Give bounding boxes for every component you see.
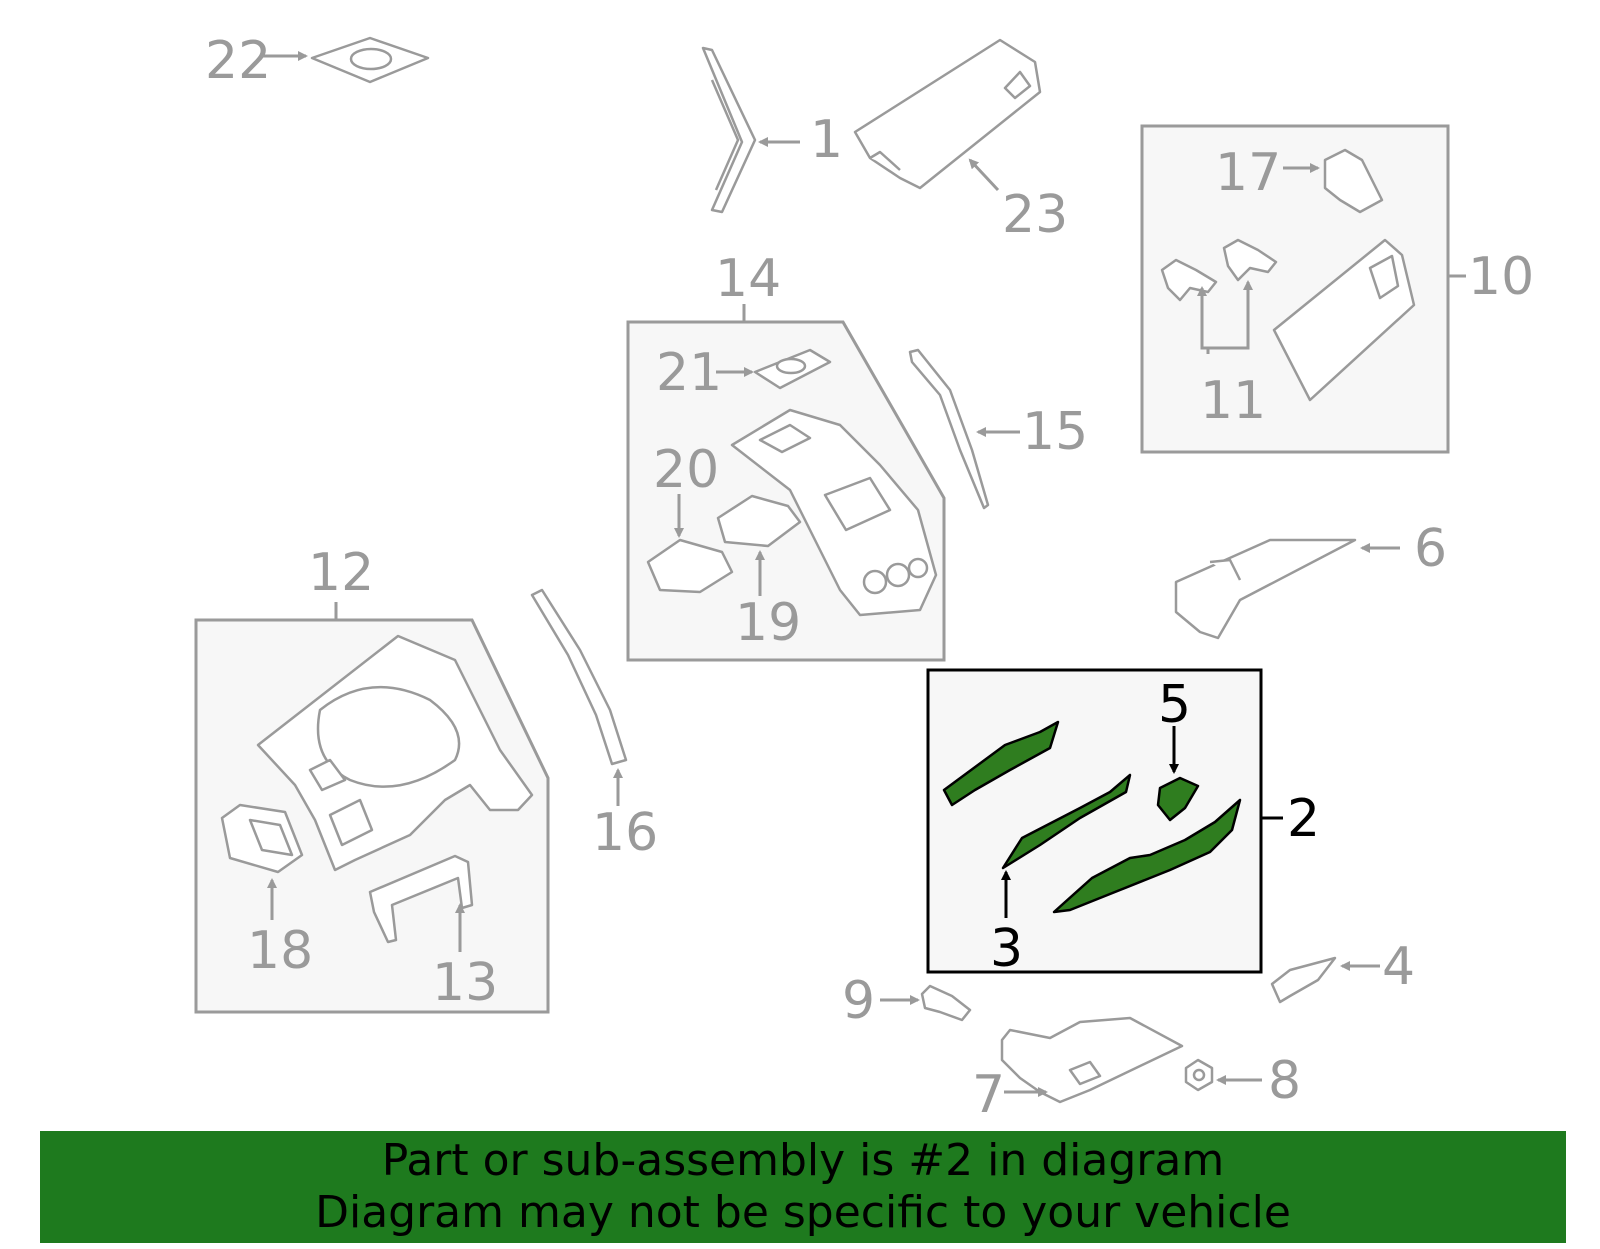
arrow-11b [1208, 280, 1253, 350]
label-21: 21 [656, 343, 722, 403]
label-2: 2 [1287, 789, 1320, 849]
part-21 [753, 348, 832, 390]
part-20 [646, 538, 734, 594]
part-10-glovebox [1272, 238, 1416, 402]
part-13 [368, 854, 474, 944]
label-19: 19 [735, 593, 801, 653]
part-22 [310, 36, 430, 84]
part-5 [1156, 776, 1200, 822]
label-11: 11 [1200, 371, 1266, 431]
arrow-23 [968, 158, 1000, 192]
part-19 [716, 494, 802, 548]
part-18 [220, 803, 304, 874]
label-1: 1 [810, 110, 843, 170]
label-20: 20 [653, 440, 719, 500]
part-17 [1323, 148, 1384, 214]
part-12-instrument-panel [256, 634, 534, 872]
label-18: 18 [247, 921, 313, 981]
label-3: 3 [990, 919, 1023, 979]
label-22: 22 [205, 31, 271, 91]
part-15 [908, 348, 990, 510]
label-15: 15 [1022, 402, 1088, 462]
part-23 [853, 38, 1042, 190]
label-8: 8 [1268, 1051, 1301, 1111]
part-3 [1001, 773, 1132, 870]
label-14: 14 [715, 249, 781, 309]
info-banner-bg [40, 1131, 1566, 1243]
info-banner: Part or sub-assembly is #2 in diagram Di… [40, 1131, 1566, 1243]
part-1 [701, 46, 757, 214]
label-6: 6 [1414, 519, 1447, 579]
part-7 [1000, 1016, 1184, 1104]
label-17: 17 [1215, 143, 1281, 203]
part-16 [530, 588, 628, 766]
part-8 [1184, 1058, 1214, 1092]
part-14-center-panel [730, 408, 938, 617]
banner-line-2: Diagram may not be specific to your vehi… [315, 1187, 1291, 1238]
label-10: 10 [1468, 247, 1534, 307]
part-2-upper-bracket [942, 720, 1060, 807]
label-13: 13 [432, 953, 498, 1013]
label-7: 7 [972, 1065, 1005, 1125]
part-6 [1174, 538, 1357, 640]
banner-line-1: Part or sub-assembly is #2 in diagram [381, 1135, 1225, 1186]
arrow-11a [1197, 286, 1210, 354]
label-23: 23 [1002, 185, 1068, 245]
label-12: 12 [308, 543, 374, 603]
part-4 [1270, 956, 1337, 1004]
label-5: 5 [1158, 675, 1191, 735]
part-9 [920, 984, 972, 1022]
box-2 [926, 668, 1263, 974]
part-2-lower-panel [1052, 798, 1242, 914]
label-4: 4 [1382, 937, 1415, 997]
label-16: 16 [592, 803, 658, 863]
label-9: 9 [842, 971, 875, 1031]
